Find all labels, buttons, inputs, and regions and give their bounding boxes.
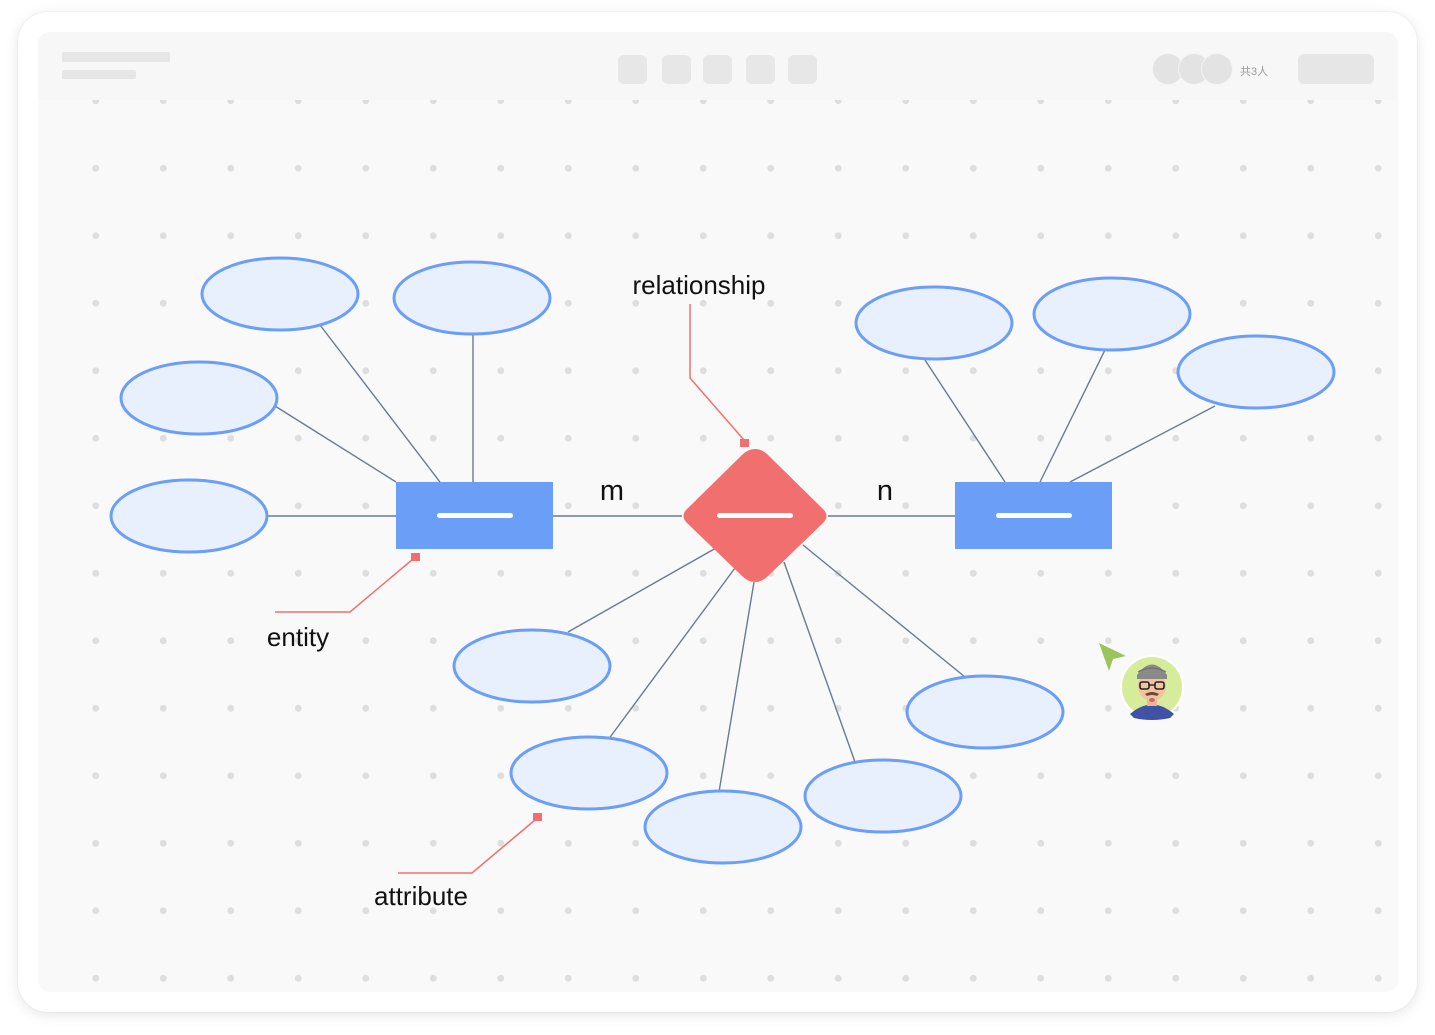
connector	[567, 547, 717, 633]
cardinality-m: m	[600, 475, 624, 507]
collaborator-count: 共3人	[1240, 66, 1269, 78]
callout-line-entity	[275, 558, 414, 613]
attribute-ellipse[interactable]	[200, 256, 360, 332]
connector-group-relationship	[567, 544, 966, 793]
connector-group-right	[924, 349, 1216, 483]
document-subtitle-placeholder	[62, 70, 136, 79]
connector-group-left	[268, 324, 955, 517]
callout-line-relationship	[689, 304, 745, 441]
attribute-ellipse[interactable]	[119, 360, 279, 436]
attribute-ellipse[interactable]	[854, 285, 1014, 361]
connector	[319, 324, 441, 483]
document-title-placeholder	[62, 52, 170, 62]
er-diagram: relationship entity attribute m n	[109, 256, 1336, 911]
whiteboard-canvas[interactable]: 共3人	[38, 32, 1398, 992]
connector	[1039, 349, 1106, 483]
entity-box-right-bar	[996, 513, 1072, 518]
callout-anchor-attribute	[533, 813, 542, 821]
toolbar-button-4[interactable]	[746, 55, 775, 84]
connector	[607, 567, 736, 741]
attribute-ellipse[interactable]	[1032, 276, 1192, 352]
connector	[274, 405, 397, 483]
toolbar-button-3[interactable]	[703, 55, 732, 84]
connector	[924, 359, 1006, 483]
entity-box-left-bar	[437, 513, 513, 518]
callout-anchor-relationship	[740, 439, 749, 447]
attribute-ellipse[interactable]	[509, 735, 669, 811]
entity-label: entity	[267, 622, 329, 652]
connector	[783, 561, 856, 763]
callout-anchor-entity	[411, 553, 420, 561]
share-button[interactable]	[1298, 54, 1374, 84]
connector	[1069, 405, 1216, 483]
callout-group	[275, 304, 749, 874]
cardinality-n: n	[877, 475, 893, 507]
relationship-label: relationship	[633, 270, 766, 300]
collaborator-avatar-3[interactable]	[1201, 53, 1233, 85]
attribute-ellipse[interactable]	[643, 789, 803, 865]
attribute-label: attribute	[374, 881, 468, 911]
top-toolbar: 共3人	[38, 32, 1398, 100]
attribute-ellipse[interactable]	[109, 478, 269, 554]
callout-line-attribute	[398, 819, 536, 874]
collaborator-cursor-icon	[1099, 643, 1126, 671]
toolbar-button-5[interactable]	[788, 55, 817, 84]
toolbar-button-2[interactable]	[662, 55, 691, 84]
toolbar-button-1[interactable]	[618, 55, 647, 84]
connector	[718, 581, 755, 793]
connector	[802, 544, 966, 678]
attribute-ellipse[interactable]	[803, 758, 963, 834]
attribute-ellipse[interactable]	[452, 628, 612, 704]
relationship-diamond-bar	[717, 513, 793, 518]
attribute-ellipse[interactable]	[1176, 334, 1336, 410]
user-avatar-icon[interactable]	[1120, 655, 1184, 720]
attribute-ellipse[interactable]	[905, 674, 1065, 750]
attribute-ellipse[interactable]	[392, 260, 552, 336]
